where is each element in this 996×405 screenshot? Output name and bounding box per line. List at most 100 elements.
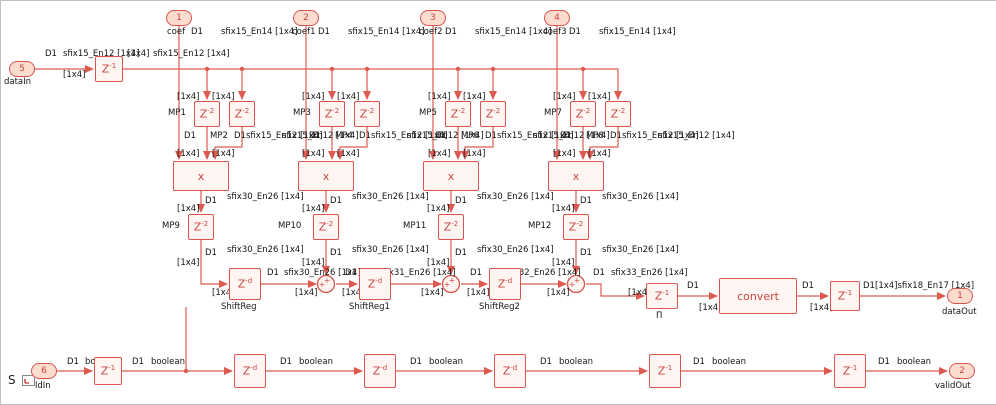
shiftreg1-block[interactable]: Z-d: [359, 268, 391, 300]
delay-block-mp11[interactable]: Z-2: [438, 214, 464, 240]
delay-block-mp12[interactable]: Z-2: [563, 214, 589, 240]
signal-annotation: [1x4]: [127, 49, 150, 59]
outport-dataout[interactable]: 1: [947, 288, 973, 304]
signal-annotation: [1x4]sfix18_En17 [1x4]: [875, 281, 975, 291]
signal-annotation: [1x4]: [463, 92, 486, 102]
delay-block-mp6[interactable]: Z-2: [480, 101, 506, 127]
delay-block-mp5[interactable]: Z-2: [445, 101, 471, 127]
port-number: 2: [959, 365, 965, 376]
delay-block-mp9[interactable]: Z-2: [188, 214, 214, 240]
inport-coef1[interactable]: 2: [293, 10, 319, 26]
shiftreg-ld3[interactable]: Z-d: [494, 354, 526, 388]
signal-wire[interactable]: [200, 240, 228, 288]
legend-icon[interactable]: [21, 373, 37, 387]
delay-block-mp7[interactable]: Z-2: [570, 101, 596, 127]
signal-annotation: boolean: [429, 357, 463, 367]
wire-junction: [455, 66, 461, 72]
inport-datain[interactable]: 5: [9, 61, 35, 77]
delay-block-mp4[interactable]: Z-2: [354, 101, 380, 127]
product-block-2[interactable]: x: [298, 161, 354, 191]
delay-block-ld2[interactable]: Z-1: [649, 354, 681, 388]
signal-wire[interactable]: [586, 283, 645, 300]
block-label: Z-1: [654, 289, 670, 303]
signal-annotation: [1x4]: [337, 92, 360, 102]
sum-block[interactable]: [316, 274, 336, 294]
block-label: Z-2: [450, 107, 466, 121]
block-label: Z-2: [443, 220, 459, 234]
block-label: Z-2: [610, 107, 626, 121]
delay-block-mp3[interactable]: Z-2: [319, 101, 345, 127]
delay-block-mp1[interactable]: Z-2: [194, 101, 220, 127]
block-label: Z-1: [101, 62, 117, 76]
signal-wire[interactable]: [211, 127, 243, 160]
signal-annotation: D1: [863, 281, 875, 291]
block-name-mp3: MP3: [293, 108, 311, 118]
product-block-4[interactable]: x: [548, 161, 604, 191]
signal-annotation: sfix30_En26 [1x4]: [602, 245, 679, 255]
wire-junction: [204, 66, 210, 72]
signal-annotation: D1: [485, 131, 497, 141]
inport-coef2[interactable]: 3: [420, 10, 446, 26]
plus-sign: +: [574, 276, 581, 285]
block-name-mp7: MP7: [544, 108, 562, 118]
signal-annotation: [1x4]: [63, 70, 86, 80]
signal-annotation: D1: [445, 27, 457, 37]
block-name-pi: Π: [656, 311, 663, 321]
signal-annotation: [1x4]: [302, 258, 325, 268]
signal-annotation: boolean: [151, 357, 185, 367]
signal-annotation: [1x4]: [337, 149, 360, 159]
signal-wire[interactable]: [336, 127, 368, 160]
inport-coef[interactable]: 1: [166, 10, 192, 26]
signal-wire[interactable]: [123, 68, 622, 100]
signal-wire[interactable]: [586, 127, 619, 160]
shiftreg-ld1[interactable]: Z-d: [234, 354, 266, 388]
signal-annotation: D1: [470, 268, 482, 278]
shiftreg-ld2[interactable]: Z-d: [364, 354, 396, 388]
port-number: 4: [554, 12, 560, 23]
signal-annotation: sfix30_En26 [1x4]: [477, 192, 554, 202]
delay-block-mp10[interactable]: Z-2: [313, 214, 339, 240]
delay-block-input[interactable]: Z-1: [95, 56, 123, 82]
signal-annotation: [1x4]: [588, 149, 611, 159]
signal-annotation: D1: [359, 131, 371, 141]
signal-annotation: [1x4]: [553, 92, 576, 102]
convert-block[interactable]: convert: [719, 278, 797, 314]
signal-annotation: sfix30_En26 [1x4]: [477, 245, 554, 255]
product-block-3[interactable]: x: [423, 161, 479, 191]
inport-ldin[interactable]: 6: [31, 363, 57, 379]
shiftreg-block[interactable]: Z-d: [229, 268, 261, 300]
signal-annotation: [1x4]: [421, 288, 444, 298]
signal-wire[interactable]: [461, 127, 494, 160]
signal-annotation: D1: [330, 248, 342, 258]
shiftreg2-block[interactable]: Z-d: [489, 268, 521, 300]
port-name-ldin: ldIn: [35, 381, 51, 391]
sum-block[interactable]: [441, 274, 461, 294]
plus-sign: +: [449, 276, 456, 285]
signal-annotation: D1: [878, 357, 890, 367]
delay-block-out[interactable]: Z-1: [830, 281, 860, 311]
signal-annotation: D1: [205, 196, 217, 206]
delay-block-mp2[interactable]: Z-2: [229, 101, 255, 127]
block-label: Z-d: [502, 364, 518, 378]
signal-annotation: D1: [45, 49, 57, 59]
signal-annotation: sfix15_En12 [1x4]: [622, 131, 699, 141]
block-name-mp5: MP5: [419, 108, 437, 118]
delay-block-ld1[interactable]: Z-1: [94, 357, 122, 385]
signal-annotation: sfix30_En26 [1x4]: [227, 245, 304, 255]
product-block-1[interactable]: x: [173, 161, 229, 191]
signal-annotation: [1x4]: [552, 204, 575, 214]
signal-annotation: D1: [67, 357, 79, 367]
outport-validout[interactable]: 2: [949, 363, 975, 379]
signal-annotation: sfix15_En12 [1x4]: [63, 49, 140, 59]
delay-block-mp8[interactable]: Z-2: [605, 101, 631, 127]
signal-annotation: sfix30_En26 [1x4]: [602, 192, 679, 202]
sum-block[interactable]: [566, 274, 586, 294]
signal-annotation: sfix15_En12 [1x4]: [246, 131, 323, 141]
delay-block-ld3[interactable]: Z-1: [834, 354, 866, 388]
plus-sign: +: [324, 276, 331, 285]
wire-junction: [364, 66, 370, 72]
signal-annotation: [1x4]: [177, 92, 200, 102]
delay-block-pi[interactable]: Z-1: [646, 283, 678, 309]
inport-coef3[interactable]: 4: [544, 10, 570, 26]
